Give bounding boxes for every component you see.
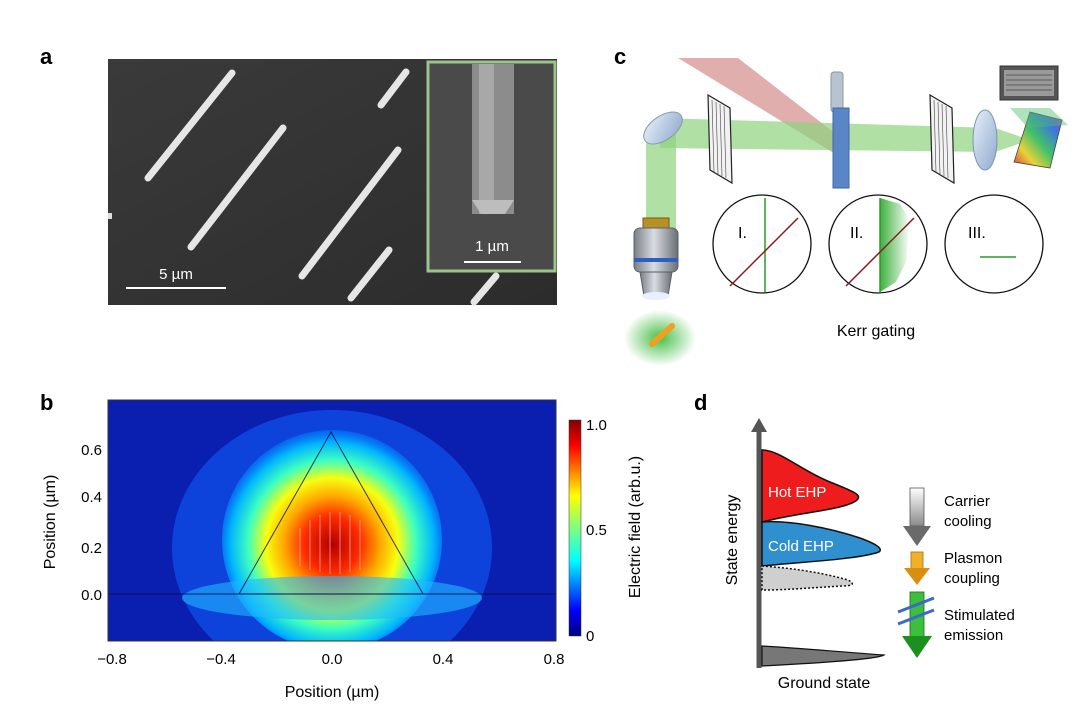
ground-state-distribution (761, 645, 886, 667)
orange-arrow-icon (904, 551, 930, 585)
panel-a-label: a (40, 44, 53, 69)
energy-diagram: State energy Hot EHP Cold EHP Ground sta… (724, 418, 886, 692)
colorbar-tick: 1.0 (586, 417, 607, 434)
polarizer (707, 93, 733, 185)
kerr-medium (830, 71, 850, 189)
colorbar-label: Electric field (arb.u.) (627, 456, 644, 598)
x-tick: 0.0 (322, 651, 343, 668)
kerr-state-label: I. (738, 225, 747, 242)
relaxed-distribution (761, 565, 854, 591)
b-x-axis-label: Position (µm) (285, 684, 380, 701)
sample-nanowire (649, 323, 675, 347)
legend-text: cooling (944, 513, 992, 530)
hot-ehp-distribution (761, 449, 860, 523)
d-y-axis-label: State energy (724, 495, 741, 586)
kerr-state-label: III. (968, 225, 986, 242)
x-tick: −0.4 (206, 651, 236, 668)
legend-text: Carrier (944, 493, 990, 510)
scale-bar-label: 5 µm (159, 266, 193, 283)
sem-inset: 1 µm (426, 60, 557, 273)
inset-scale-bar-label: 1 µm (475, 238, 509, 255)
panel-b-label: b (40, 390, 53, 415)
b-y-axis: 0.6 0.4 0.2 0.0 (81, 442, 102, 604)
panel-d-label: d (694, 390, 707, 415)
kerr-state-2: II. (828, 194, 928, 294)
legend-text: emission (944, 627, 1003, 644)
kerr-state-label: II. (850, 225, 863, 242)
colorbar: 1.0 0.5 0 Electric field (arb.u.) (568, 417, 644, 645)
b-y-axis-label: Position (µm) (42, 475, 59, 570)
y-tick: 0.4 (81, 489, 102, 506)
ground-state-label: Ground state (778, 675, 871, 692)
x-tick: 0.4 (433, 651, 454, 668)
cold-ehp-label: Cold EHP (768, 538, 834, 555)
d-legend: Carrier cooling Plasmon coupling Stimula… (897, 487, 1015, 658)
field-map (107, 399, 557, 642)
y-tick: 0.0 (81, 587, 102, 604)
field-arrows (299, 512, 361, 574)
kerr-state-1: I. (712, 194, 812, 294)
legend-text: coupling (944, 570, 1000, 587)
hot-ehp-label: Hot EHP (768, 484, 826, 501)
objective (633, 217, 679, 300)
y-tick: 0.2 (81, 540, 102, 557)
colorbar-tick: 0 (586, 628, 594, 645)
lens (972, 109, 998, 171)
sem-image: 5 µm 1 µm (108, 59, 557, 306)
mirror (643, 111, 683, 145)
b-x-axis: −0.8 −0.4 0.0 0.4 0.8 (97, 651, 564, 668)
x-tick: 0.8 (544, 651, 565, 668)
analyzer (929, 93, 955, 185)
green-arrow-icon (897, 591, 935, 658)
optical-setup (624, 58, 1068, 366)
x-tick: −0.8 (97, 651, 127, 668)
grating (1013, 111, 1063, 169)
gray-arrow-icon (903, 487, 931, 546)
panel-c-label: c (614, 44, 626, 69)
nanowires (144, 68, 500, 306)
cold-ehp-distribution (761, 520, 882, 567)
y-tick: 0.6 (81, 442, 102, 459)
legend-text: Plasmon (944, 550, 1002, 567)
legend-text: Stimulated (944, 607, 1015, 624)
kerr-gating-caption: Kerr gating (837, 323, 915, 340)
colorbar-tick: 0.5 (586, 522, 607, 539)
kerr-state-3: III. (944, 194, 1044, 294)
